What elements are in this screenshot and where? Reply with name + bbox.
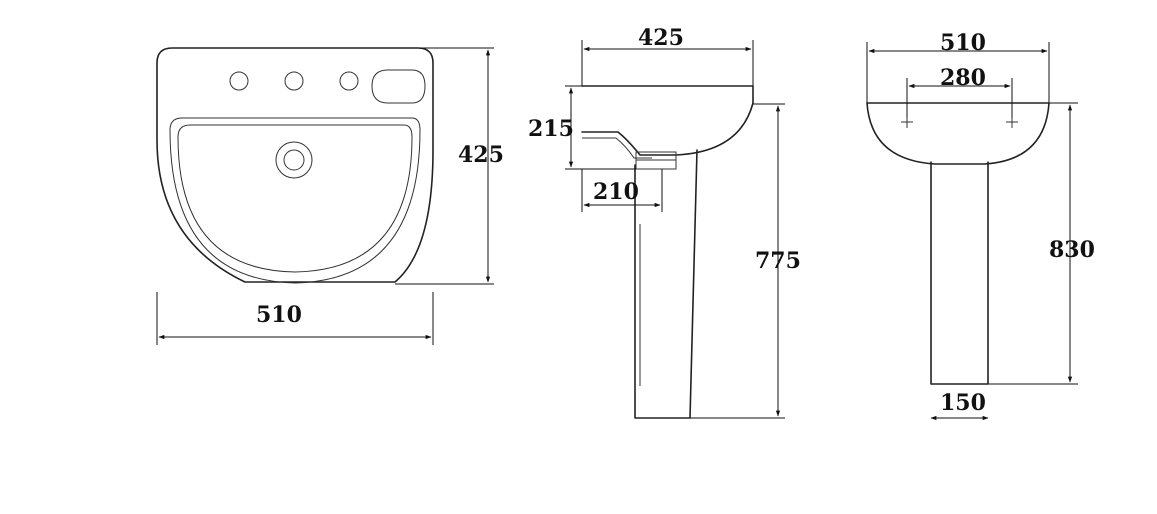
pedestal-side [634, 149, 698, 419]
front-pedestal-width-label: 150 [940, 390, 986, 416]
tap-hole-left [229, 71, 249, 91]
basin-front-profile [866, 102, 1050, 165]
basin-side-profile [581, 85, 754, 156]
side-back-offset-label: 210 [593, 179, 639, 205]
basin-bowl-inner [177, 124, 413, 273]
front-view: 510 280 830 150 [866, 30, 1095, 421]
side-depth-label: 425 [638, 25, 684, 51]
drain-inner [283, 149, 305, 171]
side-view: 425 215 210 775 [528, 25, 801, 419]
side-basin-height-label: 215 [528, 116, 574, 142]
basin-outer-outline [156, 47, 434, 283]
pedestal-front [930, 161, 989, 385]
top-depth-label: 425 [458, 142, 504, 168]
front-tap-spacing-label: 280 [940, 65, 986, 91]
top-width-label: 510 [256, 302, 302, 328]
top-view: 425 510 [156, 47, 504, 345]
front-width-label: 510 [940, 30, 986, 56]
basin-bowl-outline [169, 117, 421, 284]
front-total-height-label: 830 [1049, 237, 1095, 263]
basin-side-inner [582, 137, 652, 159]
drain-outer [275, 141, 313, 179]
tap-hole-right [339, 71, 359, 91]
tap-hole-center [284, 71, 304, 91]
side-total-height-label: 775 [755, 248, 801, 274]
soap-recess [371, 69, 426, 104]
